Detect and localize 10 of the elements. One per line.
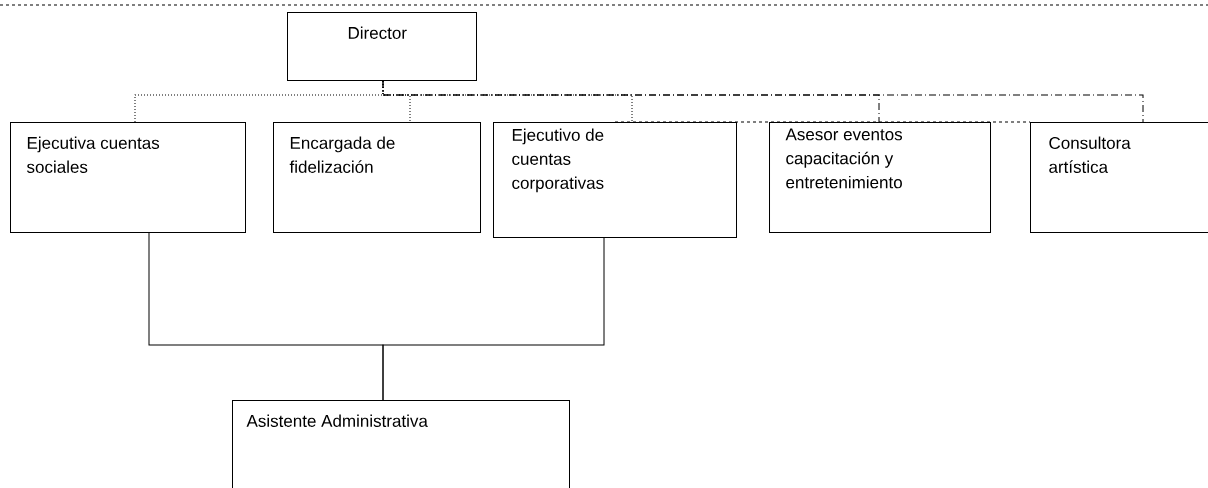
- org-box: Ejecutivo de cuentas corporativas: [493, 122, 737, 238]
- connector: [614, 121, 1031, 123]
- connector: [382, 80, 1144, 123]
- org-box: Ejecutiva cuentas sociales: [10, 122, 246, 233]
- org-box: Encargada de fidelización: [273, 122, 481, 233]
- org-box: Consultora artística: [1030, 122, 1208, 233]
- org-box: Director: [287, 12, 477, 81]
- org-box: Asistente Administrativa: [232, 400, 570, 488]
- connector: [382, 237, 605, 401]
- org-box: Asesor eventos capacitación y entretenimiento: [769, 122, 991, 233]
